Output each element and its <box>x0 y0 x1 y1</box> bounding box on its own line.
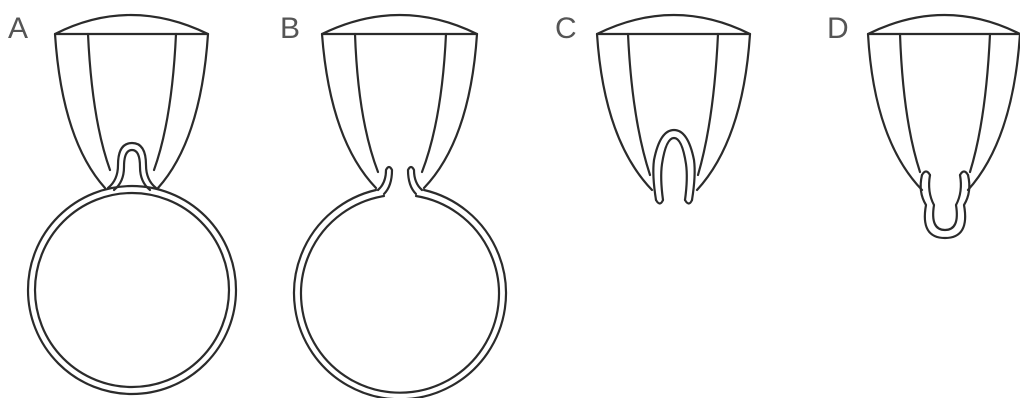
panel-d-inner-right <box>970 34 990 172</box>
panel-d-pouch-inner <box>929 175 961 230</box>
panel-b-sac-inner <box>301 196 499 393</box>
panel-c-drawing <box>597 15 750 204</box>
panel-b-sac-outer <box>294 190 506 398</box>
panel-d-inner-left <box>900 34 920 172</box>
panel-a-funnel-right <box>158 34 208 188</box>
panel-d-funnel-left <box>868 34 922 190</box>
panel-c-tip-left <box>656 200 663 204</box>
panel-c-cap <box>597 15 750 34</box>
panel-a-funnel-left <box>55 34 105 188</box>
panel-c-funnel-right <box>697 34 750 190</box>
panel-a-drawing <box>28 15 236 394</box>
panel-d-pouch-outer <box>921 175 970 238</box>
panel-b-funnel-left <box>322 34 376 188</box>
panel-d-funnel-right <box>968 34 1020 190</box>
panel-b-funnel-right <box>424 34 477 188</box>
panel-c-fold-outer <box>653 130 694 200</box>
panel-b-inner-right <box>422 34 446 172</box>
panel-c-tip-right <box>685 200 692 204</box>
panel-b-stub-right <box>408 167 422 194</box>
panel-c-funnel-left <box>597 34 652 190</box>
panel-d-tip-left <box>922 172 930 176</box>
panel-b-cap <box>322 15 477 34</box>
panel-a-sac-inner <box>35 193 229 387</box>
panel-a-inner-right <box>154 34 176 170</box>
panel-b-inner-left <box>355 34 378 172</box>
panel-a-inner-left <box>88 34 110 170</box>
panel-d-tip-right <box>960 172 968 176</box>
panel-c-inner-right <box>698 34 718 175</box>
panel-a-cap <box>55 15 208 34</box>
panel-b-stub-left <box>378 167 392 194</box>
panel-d-cap <box>868 15 1020 34</box>
panel-c-fold-inner <box>661 138 687 200</box>
panel-a-sac-outer <box>28 186 236 394</box>
panel-c-inner-left <box>628 34 650 175</box>
panel-b-drawing <box>294 15 506 398</box>
panel-d-drawing <box>868 15 1020 238</box>
